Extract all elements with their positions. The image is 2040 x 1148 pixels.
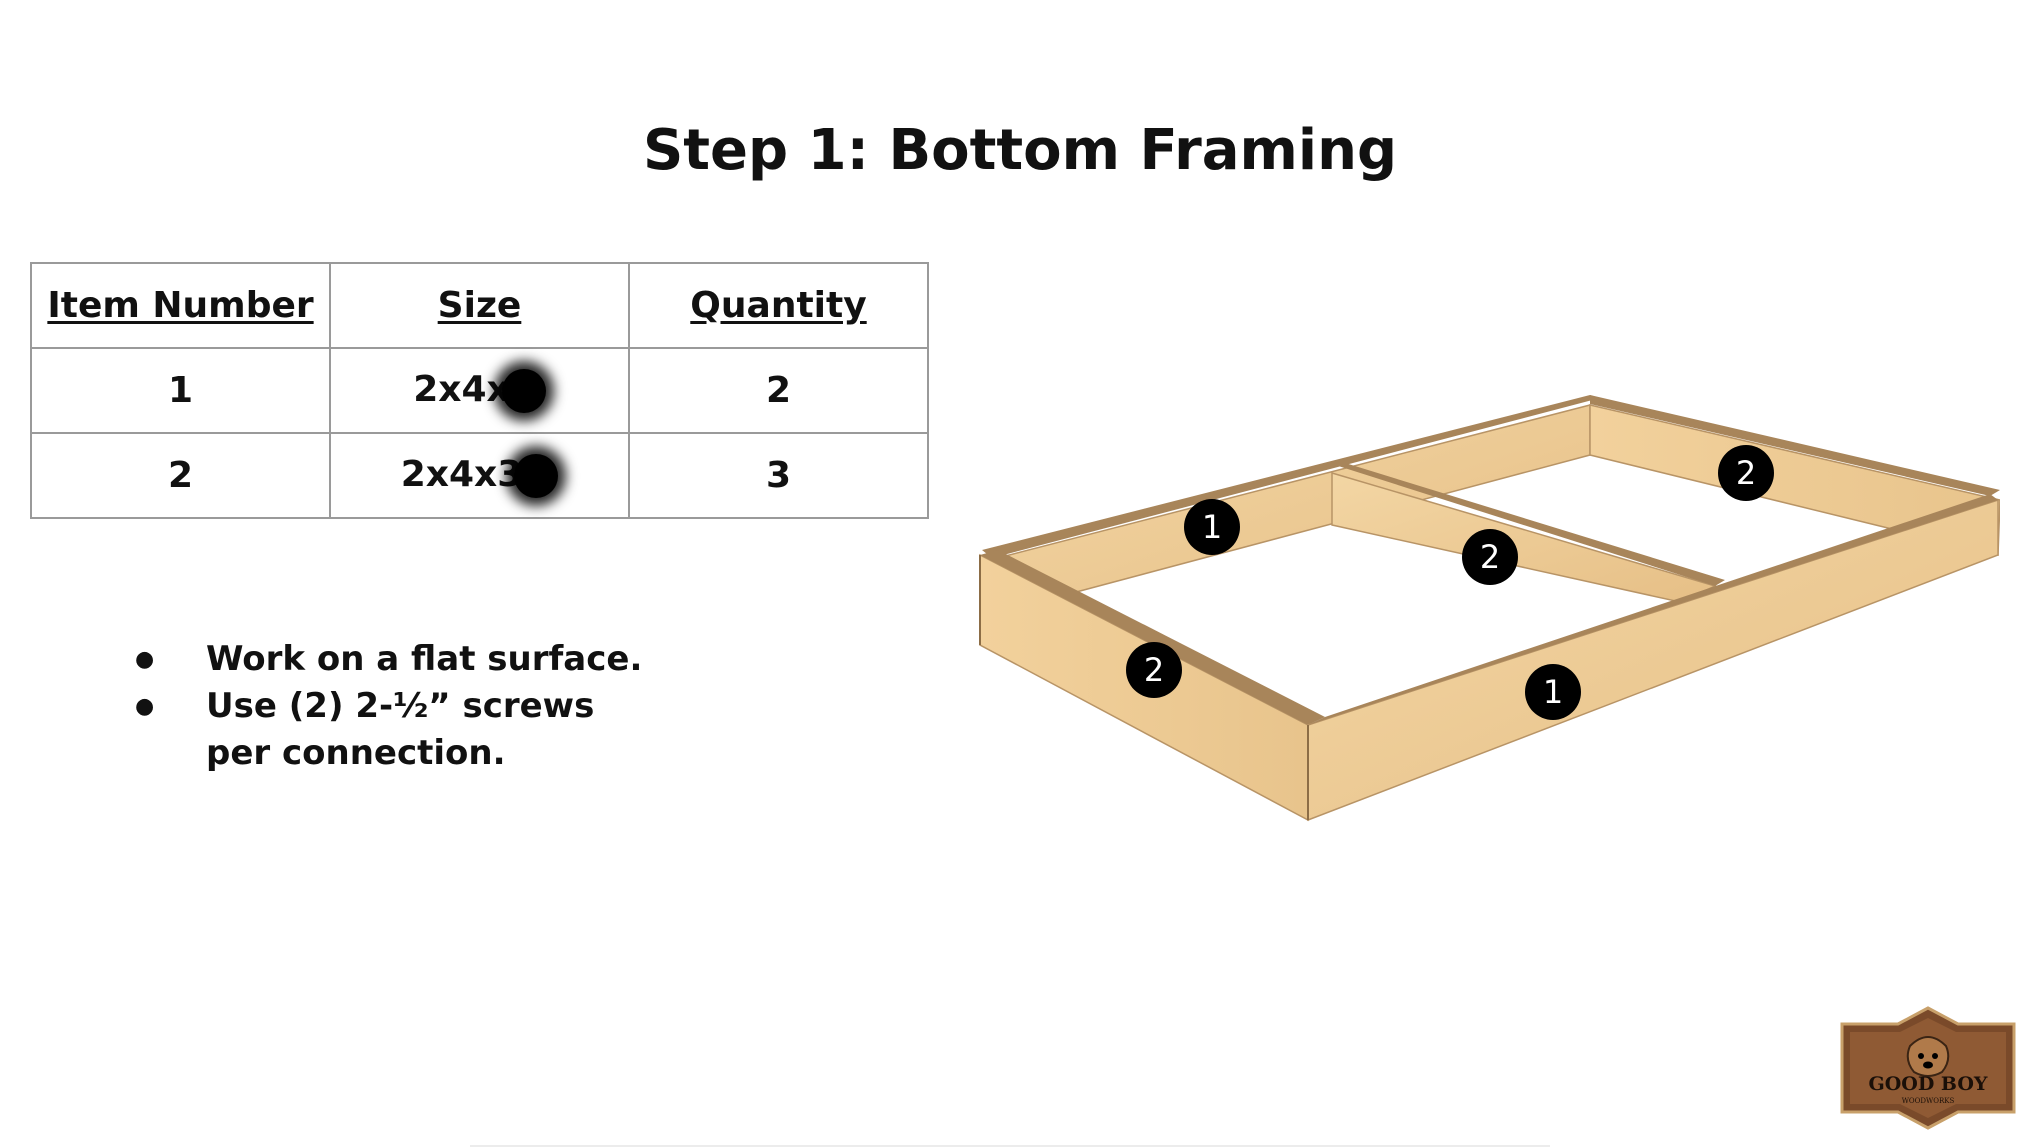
good-boy-woodworks-logo: GOOD BOY WOODWORKS — [1840, 1006, 2016, 1130]
cell-size: 2x4x3 — [329, 432, 630, 519]
right-board-top-edge — [1590, 395, 2000, 496]
cut-list-table: Item Number Size Quantity 1 2x4x 2 2 2x4… — [30, 262, 929, 519]
svg-text:1: 1 — [1202, 508, 1222, 546]
svg-text:GOOD BOY: GOOD BOY — [1869, 1073, 1988, 1095]
cell-size: 2x4x — [329, 347, 630, 434]
cell-quantity: 3 — [628, 432, 929, 519]
left-end-board-top — [980, 550, 1325, 725]
bottom-frame-diagram: 1 2 2 2 1 — [979, 395, 2000, 822]
page-title: Step 1: Bottom Framing — [642, 118, 1398, 183]
header-item-number: Item Number — [30, 262, 331, 349]
back-board-top-edge — [982, 395, 1600, 558]
callout-badge: 2 — [1718, 445, 1774, 501]
note-item: Work on a flat surface. — [130, 636, 650, 683]
callout-badge: 2 — [1126, 642, 1182, 698]
svg-text:1: 1 — [1543, 673, 1563, 711]
front-long-board-top — [1308, 494, 1998, 725]
back-long-board — [989, 404, 1591, 616]
header-size: Size — [329, 262, 630, 349]
redaction-blur — [501, 368, 546, 413]
cell-item-number: 1 — [30, 347, 331, 434]
redaction-blur — [514, 453, 559, 498]
table-header-row: Item Number Size Quantity — [30, 262, 929, 349]
callout-badge: 1 — [1525, 664, 1581, 720]
callout-badge: 1 — [1184, 499, 1240, 555]
note-item: Use (2) 2-½” screws per connection. — [130, 683, 650, 777]
front-long-board — [1307, 498, 1999, 822]
middle-cross-board-top — [1332, 462, 1725, 586]
middle-cross-board — [1331, 471, 1718, 603]
table-row: 1 2x4x 2 — [30, 347, 929, 434]
svg-text:WOODWORKS: WOODWORKS — [1902, 1097, 1955, 1105]
svg-text:2: 2 — [1736, 454, 1756, 492]
cell-quantity: 2 — [628, 347, 929, 434]
divider — [470, 1145, 1550, 1147]
header-quantity: Quantity — [628, 262, 929, 349]
svg-text:2: 2 — [1480, 538, 1500, 576]
instruction-notes: Work on a flat surface. Use (2) 2-½” scr… — [130, 636, 650, 777]
table-row: 2 2x4x3 3 — [30, 432, 929, 519]
cell-item-number: 2 — [30, 432, 331, 519]
svg-text:2: 2 — [1144, 651, 1164, 689]
callout-badge: 2 — [1462, 529, 1518, 585]
